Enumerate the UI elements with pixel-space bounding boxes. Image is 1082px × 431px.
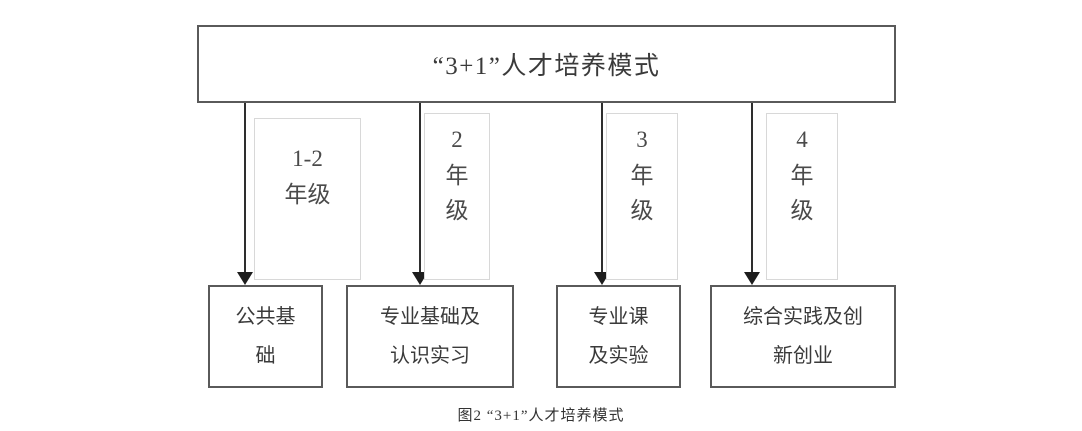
grade-label-2-line-2: 年 [445,162,469,188]
arrow-head-4-icon [744,272,760,285]
connector-arrow-1 [244,103,246,275]
grade-label-3-line-3: 级 [630,198,654,224]
grade-label-2-line-1: 2 [451,127,463,152]
grade-label-4-line-1: 4 [796,127,808,152]
outcome-3-line-1: 专业课 [588,305,649,328]
grade-label-box-4: 4 年 级 [766,113,838,280]
figure-caption: 图2 “3+1”人才培养模式 [457,408,625,424]
grade-label-3-line-2: 年 [630,162,654,188]
outcome-4-line-2: 新创业 [773,344,833,367]
outcome-box-1: 公共基 础 [208,285,323,388]
outcome-box-2: 专业基础及 认识实习 [346,285,514,388]
grade-label-1-line-1: 1-2 [292,146,323,171]
model-title-box: “3+1”人才培养模式 [197,25,896,103]
outcome-4-line-1: 综合实践及创 [743,305,863,328]
model-title-text: “3+1”人才培养模式 [432,53,661,80]
outcome-3-line-2: 及实验 [588,344,649,367]
grade-label-box-1: 1-2 年级 [254,118,361,280]
grade-label-2-line-3: 级 [445,198,469,224]
connector-arrow-2 [419,103,421,275]
connector-arrow-3 [601,103,603,275]
outcome-1-line-1: 公共基 [235,305,296,328]
outcome-2-line-2: 认识实习 [390,344,470,367]
grade-label-box-2: 2 年 级 [424,113,490,280]
outcome-box-4: 综合实践及创 新创业 [710,285,896,388]
outcome-box-3: 专业课 及实验 [556,285,681,388]
grade-label-3-line-1: 3 [636,127,648,152]
grade-label-box-3: 3 年 级 [606,113,678,280]
grade-label-4-line-2: 年 [790,162,814,188]
grade-label-4-line-3: 级 [790,198,814,224]
arrow-head-1-icon [237,272,253,285]
outcome-1-line-2: 础 [255,344,276,367]
connector-arrow-4 [751,103,753,275]
outcome-2-line-1: 专业基础及 [380,305,480,328]
grade-label-1-line-2: 年级 [284,181,331,207]
